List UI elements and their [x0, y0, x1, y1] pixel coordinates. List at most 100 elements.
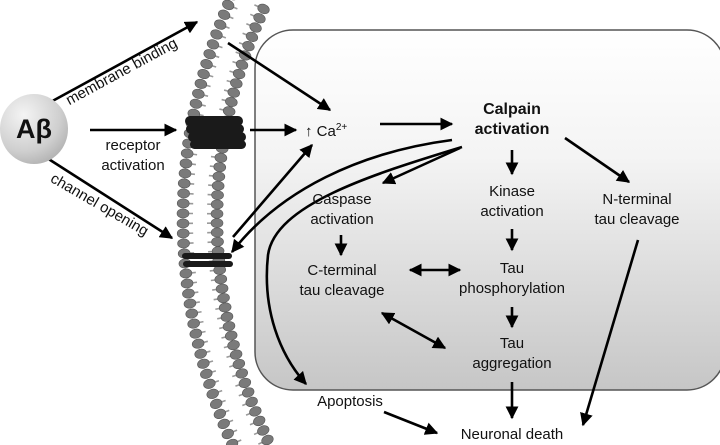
lipid-head: [203, 378, 216, 389]
arrow-calpain-to-nterm: [564, 136, 631, 184]
lipid-head: [210, 218, 224, 228]
arrow-cterm-tauagg: [380, 311, 447, 350]
lipid-head: [178, 168, 192, 179]
arrow-membrane-binding: [46, 20, 199, 106]
tau-phosphorylation-node: Tau phosphorylation: [459, 260, 565, 297]
lipid-head: [214, 152, 228, 163]
lipid-head: [232, 69, 246, 80]
lipid-head: [206, 388, 219, 399]
amyloid-beta-label: Aβ: [16, 113, 52, 144]
lipid-head: [210, 208, 224, 219]
lipid-head: [217, 293, 230, 303]
arrow-membrane-to-ca: [227, 41, 332, 112]
lipid-head: [213, 408, 227, 419]
receptor-protein: [185, 116, 246, 149]
lipid-head: [191, 338, 205, 349]
lipid-head: [227, 87, 240, 98]
n-terminal-tau-cleavage-node: N-terminal tau cleavage: [594, 191, 680, 228]
apoptosis-node: Apoptosis: [317, 393, 383, 410]
lipid-head: [261, 434, 274, 445]
calcium-node: ↑ Ca2+: [305, 122, 348, 140]
lipid-head: [257, 425, 270, 436]
lipid-head: [179, 158, 193, 169]
lipid-head: [253, 13, 266, 24]
arrow-nterm-to-death: [580, 239, 640, 427]
lipid-head: [215, 283, 229, 294]
amyloid-beta-circle: Aβ: [0, 94, 68, 164]
lipid-head: [177, 178, 191, 189]
lipid-head: [185, 308, 198, 319]
lipid-head: [249, 406, 262, 417]
lipid-head: [210, 398, 223, 409]
lipid-head: [227, 340, 240, 351]
lipid-head: [177, 188, 190, 199]
lipid-head: [212, 171, 226, 182]
lipid-head: [232, 358, 246, 370]
lipid-head: [211, 236, 224, 247]
lipid-head: [176, 208, 190, 219]
lipid-head: [197, 358, 210, 369]
lipid-head: [176, 198, 190, 209]
lipid-head: [211, 190, 224, 200]
arrow-calpain-to-caspase: [381, 146, 461, 185]
lipid-head: [229, 349, 243, 360]
arrow-channel-to-ca: [232, 144, 313, 238]
lipid-head: [218, 302, 232, 313]
lipid-head: [206, 39, 220, 50]
lipid-head: [189, 98, 203, 109]
lipid-head: [214, 19, 227, 30]
lipid-head: [200, 59, 213, 70]
lipid-head: [213, 162, 227, 173]
lipid-head: [210, 227, 224, 238]
lipid-head: [217, 9, 231, 20]
kinase-activation-node: Kinase activation: [480, 183, 544, 220]
arrow-apoptosis-to-death: [383, 410, 439, 435]
lipid-head: [182, 288, 195, 299]
lipid-head: [180, 278, 194, 289]
lipid-head: [230, 78, 243, 89]
lipid-head: [189, 328, 203, 339]
lipid-head: [210, 199, 224, 210]
lipid-head: [214, 274, 228, 285]
lipid-head: [222, 321, 236, 332]
lipid-head: [210, 29, 223, 40]
lipid-head: [242, 387, 255, 398]
c-terminal-tau-cleavage-node: C-terminal tau cleavage: [299, 262, 385, 299]
lipid-head: [217, 418, 230, 430]
receptor-activation-label: receptor activation: [101, 137, 165, 174]
lipid-head: [194, 78, 208, 89]
lipid-head: [224, 330, 238, 341]
neuronal-death-node: Neuronal death: [460, 426, 564, 443]
arrow-channel-opening: [46, 156, 174, 240]
lipid-head: [253, 415, 266, 427]
lipid-head: [183, 298, 197, 309]
lipid-head: [187, 318, 200, 329]
lipid-head: [221, 428, 234, 440]
lipid-head: [238, 377, 252, 389]
lipid-head: [249, 22, 262, 33]
caspase-activation-node: Caspase activation: [310, 191, 374, 228]
lipid-head: [225, 438, 239, 445]
lipid-head: [245, 396, 258, 408]
lipid-head: [242, 41, 255, 52]
lipid-head: [235, 368, 248, 379]
arrow-calpain-to-membrane: [230, 138, 453, 254]
lipid-head: [211, 180, 225, 191]
lipid-head: [257, 3, 270, 15]
lipid-head: [176, 228, 190, 239]
lipid-head: [197, 68, 210, 80]
lipid-head: [222, 106, 236, 117]
lipid-head: [222, 0, 235, 11]
arrow-calpain-to-apoptosis: [265, 145, 463, 385]
lipid-head: [200, 368, 213, 379]
lipid-head: [177, 238, 190, 249]
lipid-head: [225, 96, 238, 107]
lipid-head: [203, 49, 216, 60]
lipid-head: [180, 148, 194, 159]
lipid-head: [179, 268, 193, 279]
tau-aggregation-node: Tau aggregation: [472, 335, 552, 372]
lipid-head: [235, 59, 249, 70]
lipid-head: [245, 31, 259, 42]
lipid-head: [220, 311, 234, 322]
